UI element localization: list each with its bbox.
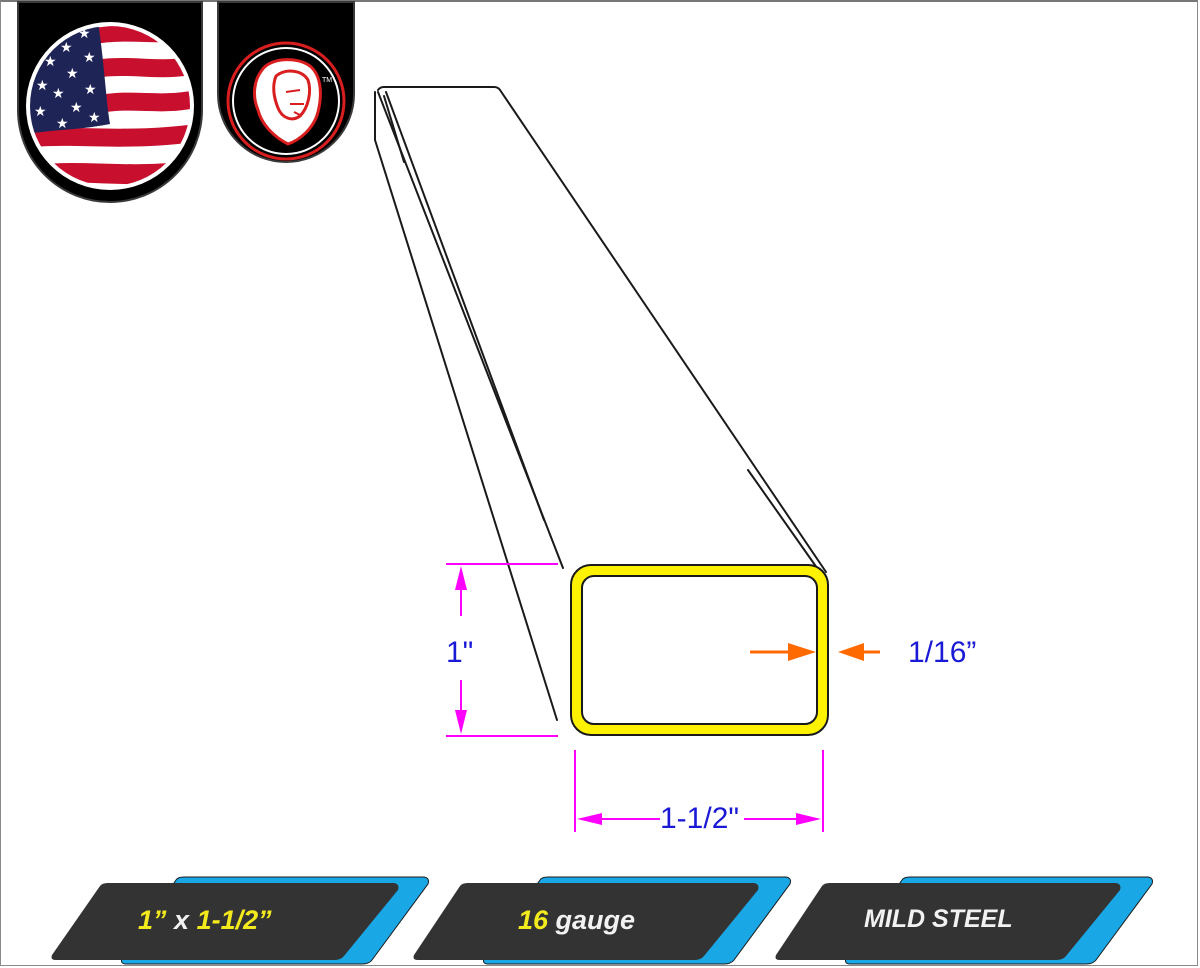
wall-thickness-label: 1/16” — [908, 636, 977, 669]
lion-logo-badge: TM — [217, 1, 355, 163]
width-dimension — [574, 750, 824, 832]
width-dimension-label: 1-1/2" — [660, 802, 740, 835]
wall-thickness-arrows — [750, 643, 880, 661]
svg-text:TM: TM — [322, 77, 332, 84]
tube-cross-section — [570, 564, 829, 736]
footer-plate-size — [51, 876, 429, 965]
svg-text:★: ★ — [88, 110, 101, 126]
svg-text:★: ★ — [60, 40, 73, 56]
usa-flag-badge: ★ ★★ ★★ ★★★ ★★ ★★ — [17, 1, 203, 203]
us-flag-icon: ★ ★★ ★★ ★★★ ★★ ★★ — [30, 26, 190, 186]
svg-text:★: ★ — [83, 50, 96, 66]
material-text: MILD STEEL — [864, 905, 1013, 933]
gauge-number-text: 16 — [518, 905, 549, 935]
svg-text:★: ★ — [44, 54, 57, 70]
size-separator-text: x — [166, 905, 197, 935]
footer-label-size: 1” x 1-1/2” — [138, 905, 272, 936]
svg-text:★: ★ — [36, 78, 49, 94]
svg-text:★: ★ — [56, 116, 69, 132]
lion-head-icon — [253, 58, 322, 146]
svg-text:★: ★ — [34, 104, 47, 120]
size-width-text: 1-1/2” — [196, 905, 272, 935]
svg-text:★: ★ — [70, 100, 83, 116]
footer-plate-material — [775, 876, 1153, 965]
svg-text:★: ★ — [66, 66, 79, 82]
height-dimension-label: 1" — [446, 636, 474, 669]
height-dimension — [446, 563, 558, 737]
footer-label-gauge: 16 gauge — [518, 905, 635, 936]
svg-text:★: ★ — [52, 86, 65, 102]
size-height-text: 1” — [138, 905, 167, 935]
tube-body — [374, 86, 827, 721]
footer-label-material: MILD STEEL — [864, 905, 1013, 934]
svg-text:★: ★ — [84, 82, 97, 98]
gauge-unit-text: gauge — [548, 905, 636, 935]
footer-plate-gauge — [413, 876, 791, 965]
